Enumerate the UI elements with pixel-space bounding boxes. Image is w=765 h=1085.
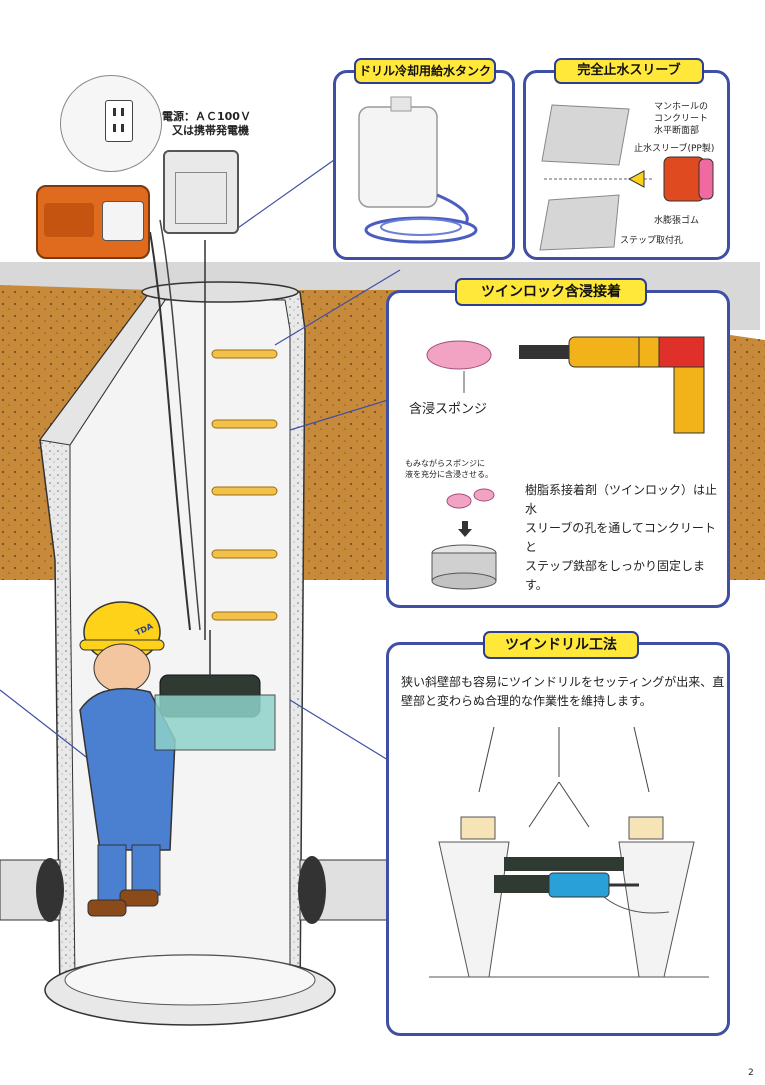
drill-rig-diagram bbox=[429, 726, 709, 978]
panel-twinlock: ツインロック含浸接着 含浸スポンジ もみながらスポンジに 液を充分に含浸させる。… bbox=[386, 278, 730, 608]
label-step-hole: ステップ取付孔 bbox=[620, 236, 684, 246]
wall-outlet-icon bbox=[60, 75, 162, 172]
label-sleeve: 止水スリーブ(PP製) bbox=[634, 144, 715, 154]
water-can-icon bbox=[163, 150, 239, 234]
twinlock-parts bbox=[426, 336, 705, 434]
sponge-bowl-icon bbox=[431, 488, 497, 590]
power-label: 電源：ＡＣ100Ｖ 又は携帯発電機 bbox=[162, 110, 272, 138]
sleeve-diagram bbox=[539, 104, 714, 251]
page-number: 2 bbox=[748, 1068, 754, 1078]
twinlock-description: 樹脂系接着剤（ツインロック）は止水 スリーブの孔を通してコンクリートと ステップ… bbox=[525, 483, 718, 592]
panel-twindrill: ツインドリル工法 狭い斜壁部も容易にツインドリルをセッティングが出来、直 壁部と… bbox=[386, 631, 730, 1036]
power-line1: 電源：ＡＣ100Ｖ bbox=[162, 110, 251, 123]
panel-water-tank-title: ドリル冷却用給水タンク bbox=[354, 58, 496, 84]
generator-icon bbox=[36, 185, 150, 259]
panel-twinlock-title: ツインロック含浸接着 bbox=[455, 278, 647, 306]
twinlock-note: もみながらスポンジに 液を充分に含浸させる。 bbox=[405, 459, 493, 479]
power-line2: 又は携帯発電機 bbox=[172, 124, 249, 137]
ladder-steps bbox=[211, 349, 278, 621]
label-rubber: 水膨張ゴム bbox=[654, 216, 700, 226]
panel-water-tank: ドリル冷却用給水タンク bbox=[333, 58, 515, 260]
panel-twindrill-title: ツインドリル工法 bbox=[483, 631, 639, 659]
twindrill-description: 狭い斜壁部も容易にツインドリルをセッティングが出来、直 壁部と変わらぬ合理的な作… bbox=[401, 675, 725, 708]
label-manhole: マンホールの コンクリート 水平断面部 bbox=[654, 102, 709, 136]
water-tank-icon bbox=[358, 96, 478, 244]
worker-illustration bbox=[79, 601, 276, 917]
panel-sleeve: 完全止水スリーブ マンホールの コンクリート 水平断面部 止水スリーブ(PP製)… bbox=[523, 58, 730, 260]
sponge-label: 含浸スポンジ bbox=[409, 402, 488, 417]
panel-sleeve-title: 完全止水スリーブ bbox=[554, 58, 704, 84]
